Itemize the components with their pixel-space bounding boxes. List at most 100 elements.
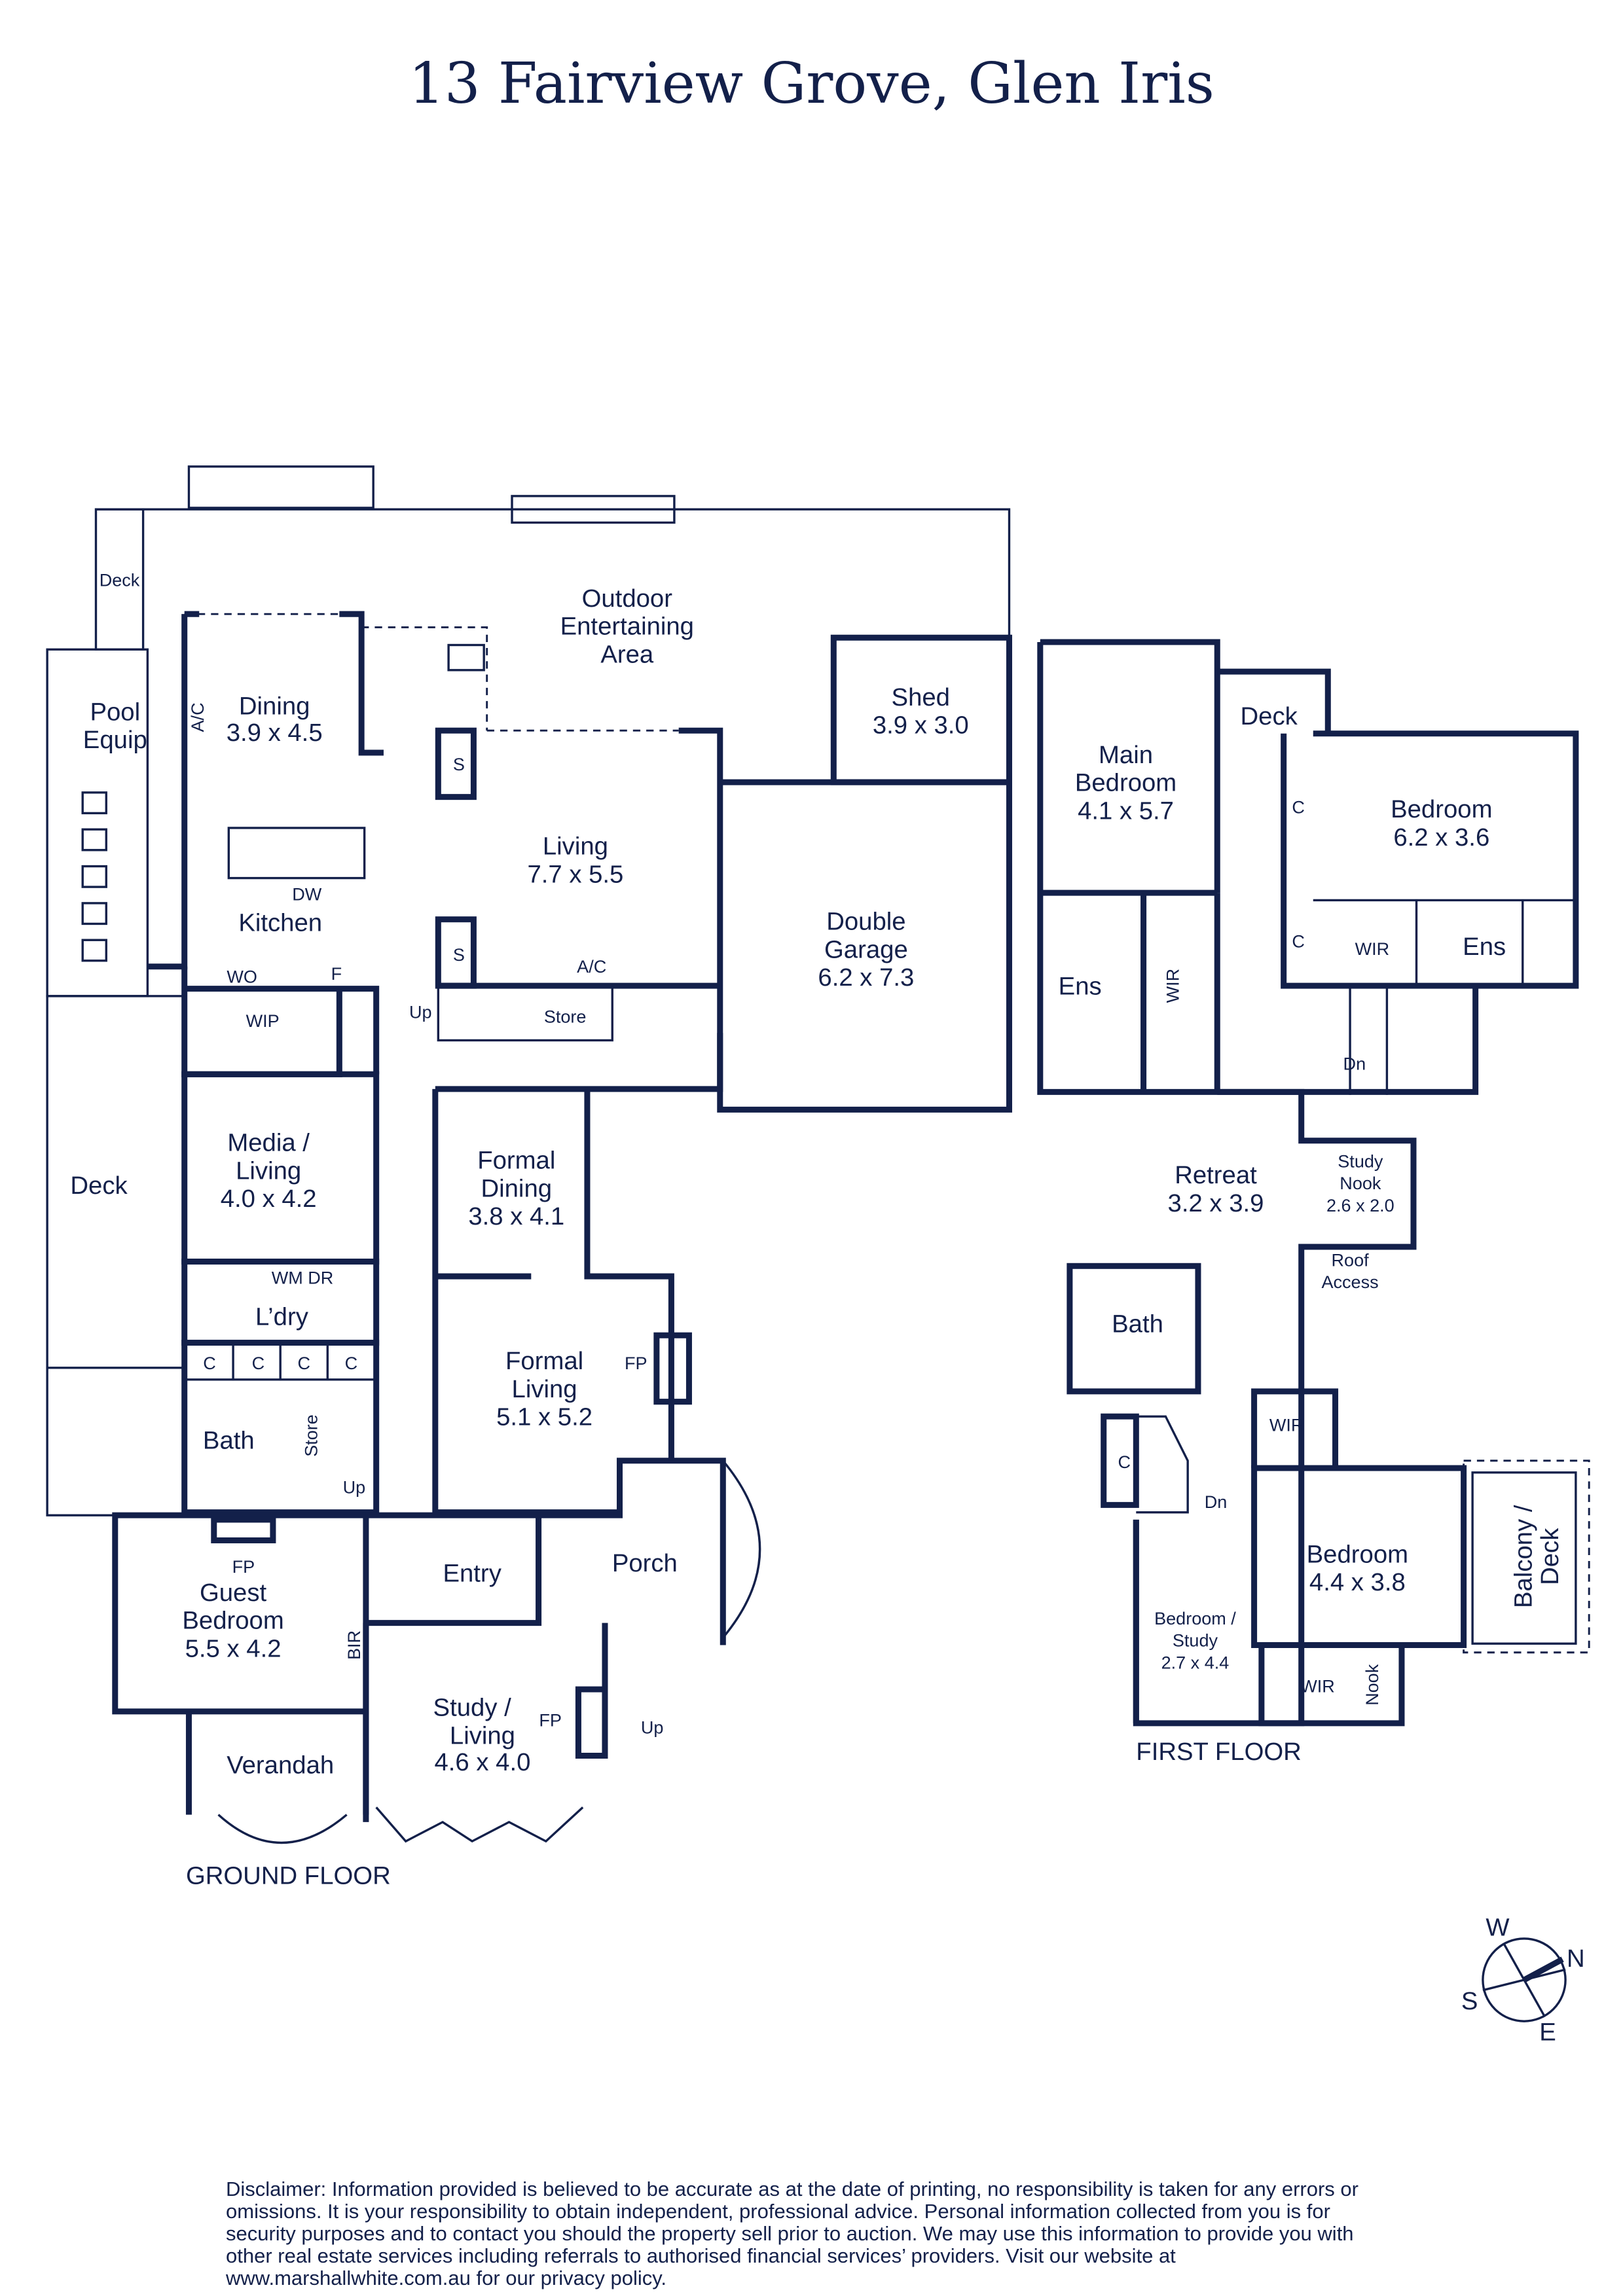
up-mark: Up xyxy=(343,1477,366,1497)
s-mark: S xyxy=(453,755,465,774)
room-label: Deck xyxy=(100,570,140,590)
room-label: Bedroom xyxy=(1391,795,1492,823)
c-mark: C xyxy=(252,1354,265,1373)
s-mark: S xyxy=(453,945,465,965)
room-dimensions: 5.5 x 4.2 xyxy=(185,1635,282,1663)
compass-s: S xyxy=(1461,1987,1478,2015)
bir-mark: BIR xyxy=(344,1630,364,1660)
room-dimensions: 2.6 x 2.0 xyxy=(1326,1196,1395,1215)
room-label: Bedroom xyxy=(182,1607,283,1635)
room-dimensions: 5.1 x 5.2 xyxy=(496,1403,593,1431)
compass-w: W xyxy=(1486,1913,1510,1941)
room-label: Ens xyxy=(1463,933,1506,961)
room-label: Bedroom / xyxy=(1154,1609,1236,1628)
c-mark: C xyxy=(345,1354,358,1373)
room-label: Nook xyxy=(1362,1664,1382,1706)
f-mark: F xyxy=(331,964,342,984)
first-floor-labels: Main Bedroom 4.1 x 5.7 Deck Bedroom 6.2 … xyxy=(1059,702,1564,1766)
room-label: Guest xyxy=(200,1579,267,1607)
room-label: Media / xyxy=(227,1129,310,1157)
fp-mark: FP xyxy=(625,1354,647,1373)
room-dimensions: 4.1 x 5.7 xyxy=(1078,797,1174,825)
room-label: Retreat xyxy=(1175,1161,1257,1189)
room-label: Living xyxy=(512,1375,577,1403)
compass-n: N xyxy=(1567,1945,1585,1973)
room-label: Formal xyxy=(505,1347,583,1375)
compass-circle xyxy=(1482,1937,1567,2022)
ac-mark: A/C xyxy=(188,702,208,732)
compass: W N S E xyxy=(1461,1913,1585,2046)
room-dimensions: 2.7 x 4.4 xyxy=(1161,1653,1230,1673)
room-label: WIP xyxy=(246,1011,280,1031)
room-label: Double xyxy=(826,907,905,935)
ground-floor-labels: Outdoor Entertaining Area Deck Pool Equi… xyxy=(70,570,968,1890)
fp-mark: FP xyxy=(232,1557,255,1577)
room-label: Kitchen xyxy=(238,909,322,937)
room-label: Area xyxy=(600,641,654,669)
room-dimensions: 7.7 x 5.5 xyxy=(527,860,623,888)
room-label: Deck xyxy=(1240,702,1298,730)
room-dimensions: 6.2 x 7.3 xyxy=(818,963,914,992)
ground-floor-label: GROUND FLOOR xyxy=(186,1862,391,1890)
room-label: Living xyxy=(450,1721,515,1749)
room-label: Bath xyxy=(1112,1310,1163,1338)
room-label: Store xyxy=(544,1007,587,1026)
room-label: Outdoor xyxy=(582,584,673,613)
room-label: Nook xyxy=(1340,1174,1381,1193)
room-label: Entertaining xyxy=(560,613,694,641)
c-mark: C xyxy=(297,1354,310,1373)
up-mark: Up xyxy=(641,1718,664,1738)
room-label: WIR xyxy=(1269,1416,1304,1435)
room-label: WIR xyxy=(1300,1677,1335,1696)
first-floor-label: FIRST FLOOR xyxy=(1136,1738,1302,1766)
fp-mark: FP xyxy=(539,1710,562,1730)
c-mark: C xyxy=(1292,932,1305,952)
room-label: Living xyxy=(236,1157,301,1185)
room-dimensions: 3.2 x 3.9 xyxy=(1168,1189,1264,1217)
room-label: Bedroom xyxy=(1307,1540,1408,1568)
ac-mark: A/C xyxy=(577,957,606,977)
c-mark: C xyxy=(1118,1452,1131,1472)
c-mark: C xyxy=(1292,797,1305,817)
room-dimensions: 4.6 x 4.0 xyxy=(434,1748,530,1776)
room-label: Pool xyxy=(90,698,140,726)
room-label: Dining xyxy=(239,692,310,720)
room-label: Bath xyxy=(203,1427,255,1455)
room-dimensions: 4.4 x 3.8 xyxy=(1309,1568,1406,1596)
room-label: Entry xyxy=(443,1560,501,1588)
room-label: Living xyxy=(543,833,608,861)
room-label: Study xyxy=(1173,1631,1218,1651)
dw-mark: DW xyxy=(292,884,322,904)
dn-mark: Dn xyxy=(1343,1054,1366,1074)
room-label: Deck xyxy=(1536,1528,1564,1585)
room-dimensions: 3.9 x 4.5 xyxy=(227,719,323,747)
room-label: Balcony / xyxy=(1509,1505,1537,1608)
room-label: Ens xyxy=(1059,973,1102,1001)
room-dimensions: 3.8 x 4.1 xyxy=(468,1202,564,1230)
room-label: Access xyxy=(1322,1272,1379,1292)
room-label: WIR xyxy=(1355,939,1390,959)
room-dimensions: 6.2 x 3.6 xyxy=(1393,823,1489,852)
room-label: Dining xyxy=(481,1174,552,1202)
dn-mark: Dn xyxy=(1205,1492,1228,1512)
up-mark: Up xyxy=(409,1003,432,1022)
disclaimer: Disclaimer: Information provided is beli… xyxy=(226,2178,1359,2289)
room-label: Study / xyxy=(433,1694,512,1722)
room-label: Equip xyxy=(83,726,147,754)
room-label: Garage xyxy=(824,935,908,963)
room-label: Verandah xyxy=(227,1751,334,1780)
room-label: Main xyxy=(1099,741,1153,769)
c-mark: C xyxy=(203,1354,216,1373)
page-title: 13 Fairview Grove, Glen Iris xyxy=(409,51,1214,117)
room-label: Formal xyxy=(477,1147,555,1175)
room-label: Porch xyxy=(612,1549,678,1577)
ground-floor-walls xyxy=(46,465,1012,1844)
room-dimensions: 4.0 x 4.2 xyxy=(221,1185,317,1213)
room-label: Study xyxy=(1338,1151,1383,1171)
room-label: Shed xyxy=(892,683,950,711)
room-label: Roof xyxy=(1332,1250,1370,1270)
room-label: L’dry xyxy=(255,1302,309,1331)
room-label: Store xyxy=(302,1414,321,1457)
wm-dr-mark: WM DR xyxy=(272,1268,334,1287)
